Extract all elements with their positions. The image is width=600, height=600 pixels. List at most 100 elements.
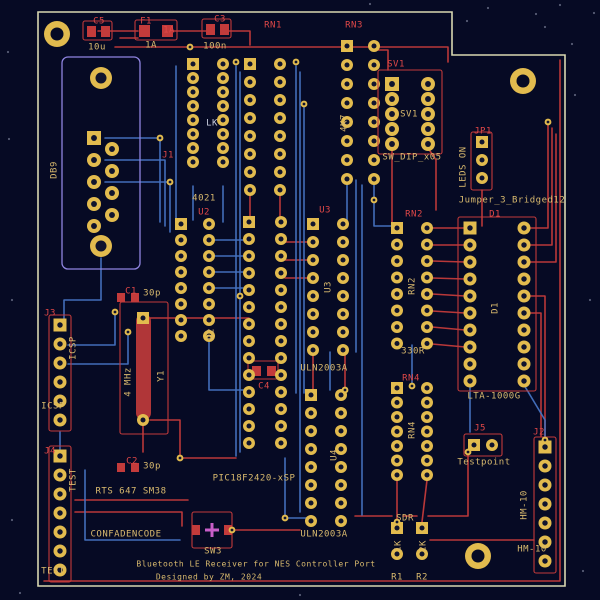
pcb-text[interactable]: LEDS ON bbox=[459, 146, 469, 187]
pcb-text[interactable]: RN4 bbox=[402, 374, 420, 384]
pcb-text[interactable]: J4 bbox=[44, 447, 56, 457]
pcb-text[interactable]: J5 bbox=[474, 424, 486, 434]
pcb-text[interactable]: J3 bbox=[44, 309, 56, 319]
pcb-text[interactable]: JP1 bbox=[474, 127, 492, 137]
pcb-text[interactable]: HM-10 bbox=[520, 490, 530, 520]
footprint-RN3[interactable] bbox=[341, 40, 380, 185]
footprint-J4[interactable] bbox=[48, 445, 72, 583]
pcb-text[interactable]: 330R bbox=[401, 347, 425, 357]
pcb-text[interactable]: 1A bbox=[145, 41, 157, 51]
footprint-J3[interactable] bbox=[48, 314, 72, 432]
pcb-text[interactable]: 4021 bbox=[192, 194, 216, 204]
pcb-text[interactable]: LK bbox=[206, 119, 218, 129]
pcb-text[interactable]: RTS 647 SM38 bbox=[95, 487, 166, 497]
pcb-text[interactable]: ICSP bbox=[41, 402, 65, 412]
footprint-DB9[interactable] bbox=[61, 56, 141, 270]
pcb-text[interactable]: U3 bbox=[324, 281, 334, 293]
footprint-Y1[interactable] bbox=[119, 301, 169, 435]
pcb-text[interactable]: SDR bbox=[396, 514, 414, 524]
pcb-text[interactable]: 30p bbox=[143, 289, 161, 299]
footprint-D1[interactable] bbox=[457, 216, 537, 392]
pcb-text[interactable]: ICSP bbox=[69, 336, 79, 360]
pcb-text[interactable]: ULN2003A bbox=[300, 530, 347, 540]
pcb-text[interactable]: DB9 bbox=[50, 161, 60, 179]
footprint-SV1[interactable] bbox=[377, 69, 443, 155]
footprint-U1[interactable] bbox=[243, 216, 287, 449]
pcb-text[interactable]: U3 bbox=[319, 206, 331, 216]
pcb-text[interactable]: D1 bbox=[489, 210, 501, 220]
pcb-text[interactable]: F1 bbox=[140, 17, 152, 27]
pcb-text[interactable]: TEST bbox=[69, 468, 79, 492]
pad-hole bbox=[206, 269, 212, 275]
footprint-U5[interactable] bbox=[187, 58, 229, 168]
pcb-text[interactable]: 1A bbox=[163, 26, 175, 36]
pcb-text[interactable]: RN4 bbox=[408, 421, 418, 439]
footprint-F1[interactable] bbox=[134, 19, 178, 41]
pad-hole bbox=[190, 103, 196, 109]
pcb-text[interactable]: U2 bbox=[207, 328, 217, 340]
pcb-text[interactable]: J2 bbox=[533, 428, 545, 438]
footprint-J2[interactable] bbox=[533, 436, 557, 574]
pcb-text[interactable]: R1 bbox=[391, 573, 403, 583]
pcb-text[interactable]: Bluetooth LE Receiver for NES Controller… bbox=[136, 560, 375, 569]
pcb-text[interactable]: C2 bbox=[126, 457, 138, 467]
footprint-JP1[interactable] bbox=[470, 131, 493, 191]
pcb-text[interactable]: 2K bbox=[419, 540, 429, 552]
footprint-C2[interactable] bbox=[117, 463, 139, 472]
pcb-text[interactable]: PIC18F2420-xSP bbox=[213, 474, 296, 484]
pcb-text[interactable]: Y1 bbox=[157, 370, 167, 382]
footprint-U3[interactable] bbox=[307, 218, 349, 356]
pcb-text[interactable]: 30p bbox=[143, 462, 161, 472]
pad-hole bbox=[247, 169, 253, 175]
footprint-C3[interactable] bbox=[201, 18, 232, 39]
pcb-text[interactable]: C1 bbox=[125, 287, 137, 297]
pcb-text[interactable]: 1K bbox=[394, 540, 404, 552]
footprint-RN4[interactable] bbox=[391, 382, 433, 481]
footprint-R2[interactable] bbox=[416, 522, 428, 560]
pcb-text[interactable]: RN1 bbox=[264, 21, 282, 31]
footprint-RN1[interactable] bbox=[244, 58, 286, 196]
pcb-text[interactable]: R2 bbox=[416, 573, 428, 583]
pcb-text[interactable]: SV1 bbox=[400, 110, 418, 120]
footprint-RN2[interactable] bbox=[391, 222, 433, 350]
pcb-text[interactable]: RN2 bbox=[408, 277, 418, 295]
pcb-text[interactable]: 4K7 bbox=[340, 114, 350, 132]
pcb-text[interactable]: ULN2003A bbox=[300, 364, 347, 374]
pcb-text[interactable]: TEST bbox=[41, 567, 65, 577]
pcb-text[interactable]: LTA-1000G bbox=[467, 392, 520, 402]
pcb-text[interactable]: U4 bbox=[330, 449, 340, 461]
pcb-text[interactable]: HM-10 bbox=[517, 545, 547, 555]
pcb-text[interactable]: SW3 bbox=[204, 547, 222, 557]
pcb-text[interactable]: RN2 bbox=[405, 210, 423, 220]
pcb-text[interactable]: C3 bbox=[214, 15, 226, 25]
mounting-hole[interactable] bbox=[44, 21, 70, 47]
pad-hole bbox=[57, 472, 63, 478]
footprint-C5[interactable] bbox=[82, 20, 113, 41]
pad-hole bbox=[542, 501, 548, 507]
pcb-text[interactable]: Jumper_3_Bridged12 bbox=[459, 196, 566, 206]
footprint-U2[interactable] bbox=[175, 218, 215, 342]
pad-hole bbox=[57, 491, 63, 497]
footprint-U4[interactable] bbox=[305, 389, 347, 527]
pcb-text[interactable]: C4 bbox=[258, 382, 270, 392]
pcb-text[interactable]: J1 bbox=[162, 151, 174, 161]
pcb-text[interactable]: CONFADENCODE bbox=[90, 530, 161, 540]
pcb-text[interactable]: 100n bbox=[203, 42, 227, 52]
pcb-text[interactable]: SV1 bbox=[387, 60, 405, 70]
footprint-J5[interactable] bbox=[463, 433, 503, 457]
mounting-hole[interactable] bbox=[465, 543, 491, 569]
pcb-text[interactable]: RN3 bbox=[345, 21, 363, 31]
pcb-text[interactable]: SW_DIP_x05 bbox=[382, 153, 441, 163]
footprint-SW3[interactable] bbox=[191, 511, 233, 549]
pcb-text[interactable]: C5 bbox=[93, 17, 105, 27]
pcb-text[interactable]: Testpoint bbox=[457, 458, 510, 468]
mounting-hole[interactable] bbox=[510, 68, 536, 94]
pcb-text[interactable]: 10u bbox=[88, 43, 106, 53]
pcb-text[interactable]: U2 bbox=[198, 208, 210, 218]
footprint-R1[interactable] bbox=[391, 522, 403, 560]
pcb-text[interactable]: Designed by ZM, 2024 bbox=[156, 573, 262, 582]
pcb-text[interactable]: 4 MHz bbox=[124, 367, 134, 397]
pcb-text[interactable]: D1 bbox=[491, 302, 501, 314]
footprint-C1[interactable] bbox=[117, 293, 139, 302]
